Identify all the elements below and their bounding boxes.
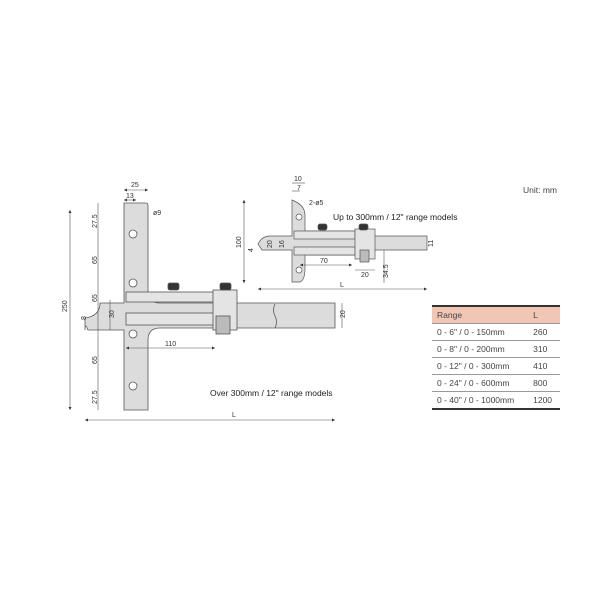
cell-range: 0 - 6" / 0 - 150mm [432, 323, 529, 341]
large-depth-gauge [84, 202, 336, 411]
dim-label: L [340, 282, 344, 289]
cell-range: 0 - 12" / 0 - 300mm [432, 357, 529, 375]
dim-label: ø9 [153, 210, 161, 217]
header-l: L [528, 306, 560, 324]
cell-l: 260 [528, 323, 560, 341]
dim-label: 65 [92, 294, 99, 302]
dim-label: 34.5 [383, 264, 390, 278]
cell-l: 800 [528, 374, 560, 392]
large-dimension-labels: 25 13 ø9 250 8 27.5 65 65 65 27.5 30 110… [62, 182, 347, 419]
dim-label: 250 [62, 300, 69, 312]
dim-label: 4 [248, 248, 255, 252]
knob-icon [358, 223, 369, 231]
dim-label: 70 [320, 258, 328, 265]
dim-label: 110 [165, 341, 176, 348]
dim-label: 7 [297, 185, 301, 192]
dim-label: 65 [92, 356, 99, 364]
dim-label: 10 [294, 176, 302, 183]
dim-label: 30 [109, 310, 116, 318]
table-header: Range L [432, 306, 560, 324]
small-depth-gauge [257, 199, 428, 283]
dim-label: 27.5 [92, 214, 99, 228]
dim-label: L [232, 412, 236, 419]
small-dimension-labels: 10 7 2-ø5 100 4 20 16 70 20 34.5 11 L Up… [236, 176, 457, 289]
dim-label: 16 [279, 240, 286, 248]
dim-label: 2-ø5 [309, 200, 324, 207]
header-range: Range [432, 306, 529, 324]
dim-label: 20 [267, 240, 274, 248]
dim-label: 25 [131, 182, 139, 189]
large-model-caption: Over 300mm / 12" range models [210, 388, 333, 398]
dim-label: 8 [81, 316, 88, 320]
knob-icon [219, 282, 232, 291]
dim-label: 13 [126, 193, 134, 200]
knob-icon [317, 223, 328, 231]
cell-l: 1200 [528, 391, 560, 409]
dim-label: 20 [361, 272, 369, 279]
unit-label: Unit: mm [523, 185, 557, 195]
dim-label: 20 [340, 310, 347, 318]
knob-icon [167, 282, 180, 291]
dim-label: 11 [428, 240, 435, 247]
cell-range: 0 - 40" / 0 - 1000mm [432, 391, 529, 409]
small-model-caption: Up to 300mm / 12" range models [333, 212, 457, 222]
dim-label: 100 [236, 236, 243, 248]
dim-label: 65 [92, 256, 99, 264]
cell-range: 0 - 24" / 0 - 600mm [432, 374, 529, 392]
cell-l: 410 [528, 357, 560, 375]
cell-l: 310 [528, 340, 560, 358]
dim-label: 27.5 [92, 390, 99, 404]
cell-range: 0 - 8" / 0 - 200mm [432, 340, 529, 358]
